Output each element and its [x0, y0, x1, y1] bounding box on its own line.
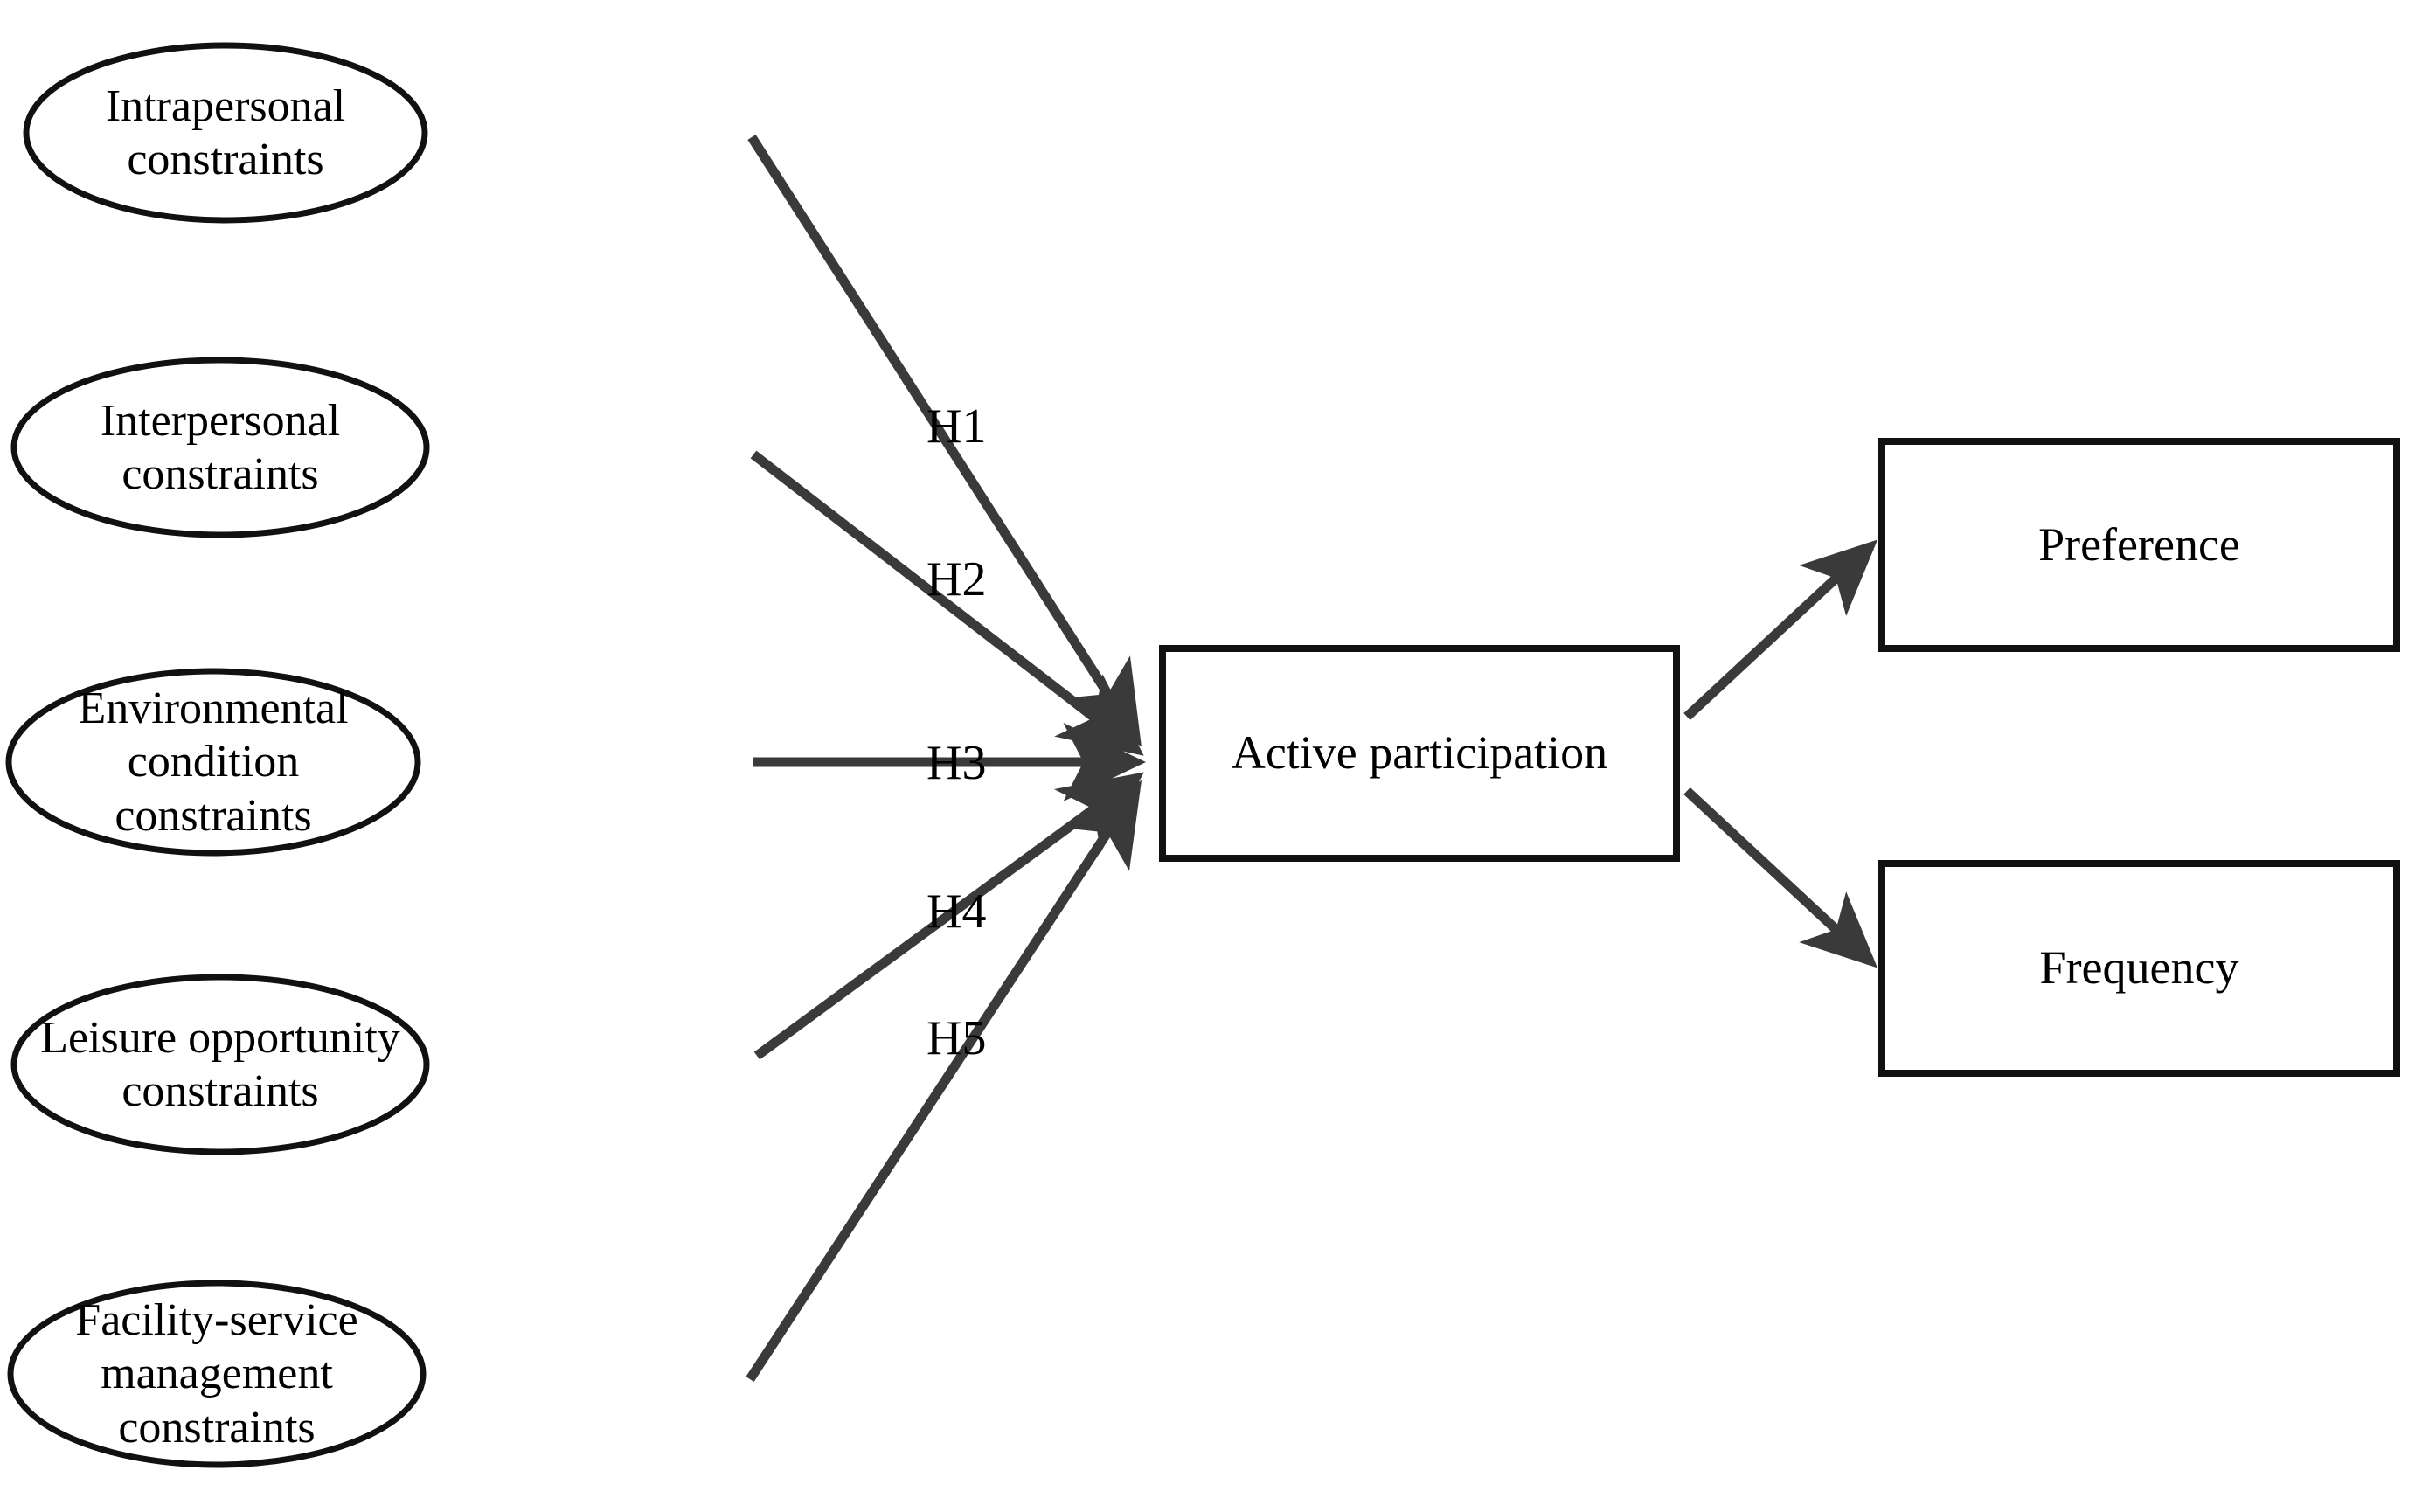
- edge-active-to-preference[interactable]: [1683, 539, 1878, 721]
- edge-h2[interactable]: [750, 450, 1144, 756]
- edge-active-to-frequency[interactable]: [1683, 787, 1878, 968]
- box-preference[interactable]: [1878, 438, 2400, 652]
- construct-ellipse-intrapersonal[interactable]: [23, 42, 428, 224]
- box-frequency[interactable]: [1878, 860, 2400, 1077]
- construct-ellipse-environmental[interactable]: [5, 668, 421, 857]
- construct-ellipse-interpersonal[interactable]: [10, 357, 430, 538]
- edge-label-h3: H3: [926, 736, 987, 790]
- edge-label-h5: H5: [926, 1011, 987, 1065]
- construct-ellipse-leisure[interactable]: [10, 974, 430, 1155]
- edge-label-h4: H4: [926, 884, 987, 939]
- edge-label-h1: H1: [926, 399, 987, 454]
- edge-label-h2: H2: [926, 552, 987, 607]
- edge-h5[interactable]: [746, 780, 1142, 1383]
- box-active-participation[interactable]: [1159, 645, 1680, 862]
- construct-ellipse-facility[interactable]: [7, 1280, 427, 1468]
- edge-h1[interactable]: [747, 135, 1142, 747]
